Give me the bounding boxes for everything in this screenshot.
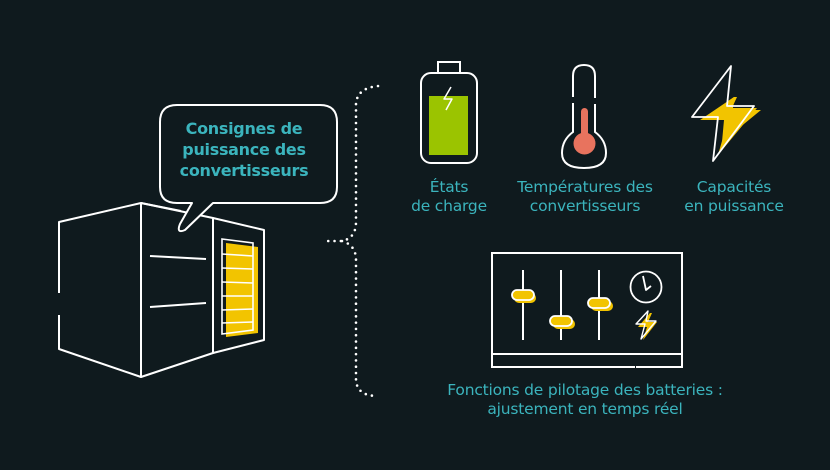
label-line-1: États — [429, 178, 469, 196]
bubble-line-2: puissance des — [182, 140, 306, 159]
battery-charge-icon — [420, 61, 478, 164]
control-functions-label: Fonctions de pilotage des batteries : aj… — [420, 381, 750, 419]
temperature-label: Températures des convertisseurs — [499, 178, 671, 216]
bubble-line-1: Consignes de — [185, 119, 303, 138]
slider-knobs — [511, 289, 613, 329]
power-capacity-label: Capacités en puissance — [674, 178, 794, 216]
power-capacity-lightning-icon — [691, 65, 761, 162]
label-line-2: de charge — [411, 197, 487, 215]
label-line-2: convertisseurs — [529, 197, 641, 215]
control-panel-icon — [491, 252, 683, 368]
clock-icon — [629, 270, 663, 304]
label-line-1: Capacités — [696, 178, 772, 196]
bubble-line-3: convertisseurs — [179, 161, 309, 180]
bubble-label: Consignes de puissance des convertisseur… — [163, 118, 325, 181]
label-line-1: Températures des — [517, 178, 653, 196]
battery-cells-icon — [221, 238, 258, 337]
dotted-brace-connector — [323, 84, 380, 398]
speech-bubble — [159, 104, 338, 233]
label-line-2: ajustement en temps réel — [487, 400, 683, 418]
storage-container-icon — [58, 202, 265, 378]
battery-state-label: États de charge — [399, 178, 499, 216]
small-lightning-icon — [635, 310, 657, 340]
label-line-1: Fonctions de pilotage des batteries : — [447, 381, 723, 399]
label-line-2: en puissance — [684, 197, 784, 215]
thermometer-icon — [560, 63, 608, 170]
